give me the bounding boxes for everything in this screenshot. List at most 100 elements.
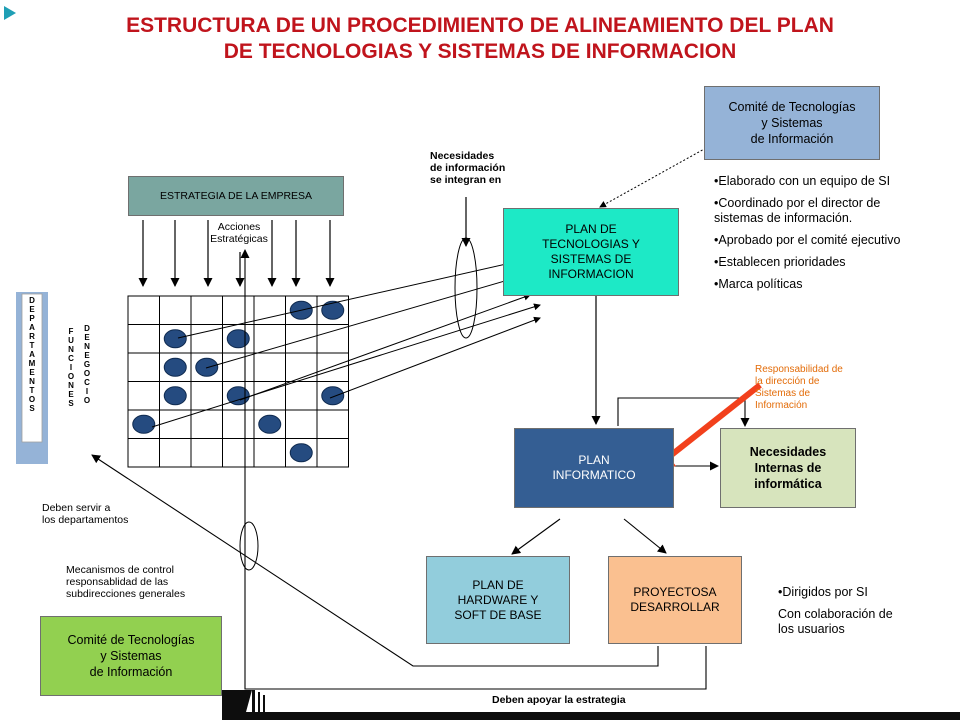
bullet-item-coordinado: •Coordinado por el director de sistemas … (714, 196, 881, 225)
matrix-cell (253, 381, 286, 411)
matrix-cell (127, 324, 160, 354)
matrix-cell (159, 438, 192, 468)
bullet-text-prioridades: Establecen prioridades (718, 255, 846, 269)
matrix-dot (226, 329, 250, 349)
control-ellipse (239, 521, 259, 571)
comite-dotted-link (599, 147, 707, 208)
informatico-split-arrows (511, 518, 667, 555)
return-paths (91, 249, 707, 690)
matrix-cell (316, 352, 349, 382)
plan-informatico-line-2: INFORMATICO (552, 468, 636, 482)
plan-informatico-box: PLAN INFORMATICO (514, 428, 674, 508)
comite-top-line-2: y Sistemas (761, 116, 823, 130)
matrix-cell (285, 324, 318, 354)
plan-hardware-line-3: SOFT DE BASE (454, 607, 542, 622)
matrix-cell (159, 295, 192, 325)
plan-tec-line-1: PLAN DE (565, 222, 617, 236)
necesidades-info-line-1: Necesidades (430, 150, 495, 162)
matrix-dot (321, 300, 345, 320)
plan-hardware-line-1: PLAN DE (472, 577, 524, 592)
funciones-vertical-label: F U N C I O N E S (67, 327, 75, 408)
mecanismos-line-2: responsablidad de las (66, 576, 169, 588)
strategy-arrows (138, 220, 335, 287)
acciones-label: Acciones Estratégicas (194, 221, 284, 245)
proyectos-line-1: PROYECTOSA (633, 585, 717, 599)
responsibility-red-arrow (663, 382, 762, 463)
proyectos-line-2: DESARROLLAR (630, 600, 720, 614)
integration-ellipse (454, 237, 478, 339)
matrix-dot (289, 443, 313, 463)
matrix-cell (222, 409, 255, 439)
bullet-text-aprobado: Aprobado por el comité ejecutivo (718, 233, 901, 247)
responsabilidad-line-4: Información (755, 400, 808, 411)
responsabilidad-line-1: Responsabilidad de (755, 364, 843, 375)
deben-servir-label: Deben servir a los departamentos (42, 502, 128, 526)
comite-top-line-1: Comité de Tecnologías (728, 100, 856, 114)
matrix-cell (222, 352, 255, 382)
responsabilidad-line-3: Sistemas de (755, 388, 811, 399)
de-negocio-vertical-label: D E N E G O C I O (83, 324, 91, 405)
matrix-cell (285, 409, 318, 439)
mecanismos-label: Mecanismos de control responsablidad de … (66, 564, 185, 600)
matrix-cell (285, 381, 318, 411)
necesidades-info-line-3: se integran en (430, 174, 502, 186)
plan-hardware-box: PLAN DE HARDWARE Y SOFT DE BASE (426, 556, 570, 644)
matrix-cell (316, 324, 349, 354)
matrix-cell (253, 352, 286, 382)
bullet-item-colaboracion: Con colaboración de los usuarios (778, 607, 908, 637)
matrix-dot (163, 329, 187, 349)
matrix-dot (132, 414, 156, 434)
matrix-cell (190, 438, 223, 468)
comite-bottom-line-2: y Sistemas (100, 649, 162, 663)
matrix-dot (321, 386, 345, 406)
plan-hardware-line-2: HARDWARE Y (457, 592, 539, 607)
matrix-cell (190, 295, 223, 325)
matrix-to-plan-arrows (151, 259, 541, 428)
page-title: ESTRUCTURA DE UN PROCEDIMIENTO DE ALINEA… (0, 13, 960, 65)
matrix-dot (195, 357, 219, 377)
bullet-text-politicas: Marca políticas (718, 277, 803, 291)
necesidades-info-label: Necesidades de información se integran e… (430, 150, 505, 186)
acciones-line-1: Acciones (217, 221, 261, 233)
matrix-cell (190, 381, 223, 411)
departamentos-bar-highlight (21, 293, 43, 443)
estrategia-box: ESTRATEGIA DE LA EMPRESA (128, 176, 344, 216)
necesidades-info-line-2: de información (430, 162, 506, 174)
bullet-text-coordinado: Coordinado por el director de sistemas d… (714, 196, 881, 225)
comite-top-line-3: de Información (750, 132, 834, 146)
estrategia-label: ESTRATEGIA DE LA EMPRESA (159, 189, 313, 202)
matrix-cell (127, 295, 160, 325)
bullet-item-politicas: •Marca políticas (714, 277, 803, 291)
proyectos-box: PROYECTOSA DESARROLLAR (608, 556, 742, 644)
bullet-item-aprobado: •Aprobado por el comité ejecutivo (714, 233, 901, 247)
matrix-cell (127, 352, 160, 382)
departamentos-vertical-label: D E P A R T A M E N T O S (28, 296, 36, 413)
title-line-2: DE TECNOLOGIAS Y SISTEMAS DE INFORMACION (223, 40, 737, 63)
matrix-cell (253, 438, 286, 468)
bullet-item-elaborado: •Elaborado con un equipo de SI (714, 174, 891, 188)
comite-bottom-line-1: Comité de Tecnologías (67, 633, 195, 647)
mecanismos-line-3: subdirecciones generales (66, 588, 186, 600)
necesidades-internas-line-3: informática (754, 477, 822, 491)
mecanismos-line-1: Mecanismos de control (66, 564, 174, 576)
matrix-cell (190, 409, 223, 439)
matrix-cell (127, 381, 160, 411)
bullets-top-list: •Elaborado con un equipo de SI •Coordina… (714, 174, 904, 299)
plan-tec-line-2: TECNOLOGIAS Y (542, 237, 640, 251)
matrix-cell (222, 295, 255, 325)
matrix-grid (127, 295, 349, 468)
bullets-bottom-list: •Dirigidos por SI Con colaboración de lo… (778, 585, 908, 644)
plan-tec-line-3: SISTEMAS DE (550, 252, 632, 266)
necesidades-internas-line-1: Necesidades (749, 445, 827, 459)
comite-bottom-line-3: de Información (89, 665, 173, 679)
matrix-dot (163, 357, 187, 377)
deben-apoyar-label: Deben apoyar la estrategia (492, 694, 626, 706)
feedback-loop (617, 397, 750, 471)
comite-bottom-box: Comité de Tecnologías y Sistemas de Info… (40, 616, 222, 696)
title-line-1: ESTRUCTURA DE UN PROCEDIMIENTO DE ALINEA… (126, 14, 834, 37)
comite-top-box: Comité de Tecnologías y Sistemas de Info… (704, 86, 880, 160)
bullet-text-dirigidos: Dirigidos por SI (782, 585, 868, 599)
matrix-cell (285, 352, 318, 382)
responsabilidad-label: Responsabilidad de la dirección de Siste… (755, 364, 843, 412)
deben-servir-line-2: los departamentos (42, 514, 129, 526)
